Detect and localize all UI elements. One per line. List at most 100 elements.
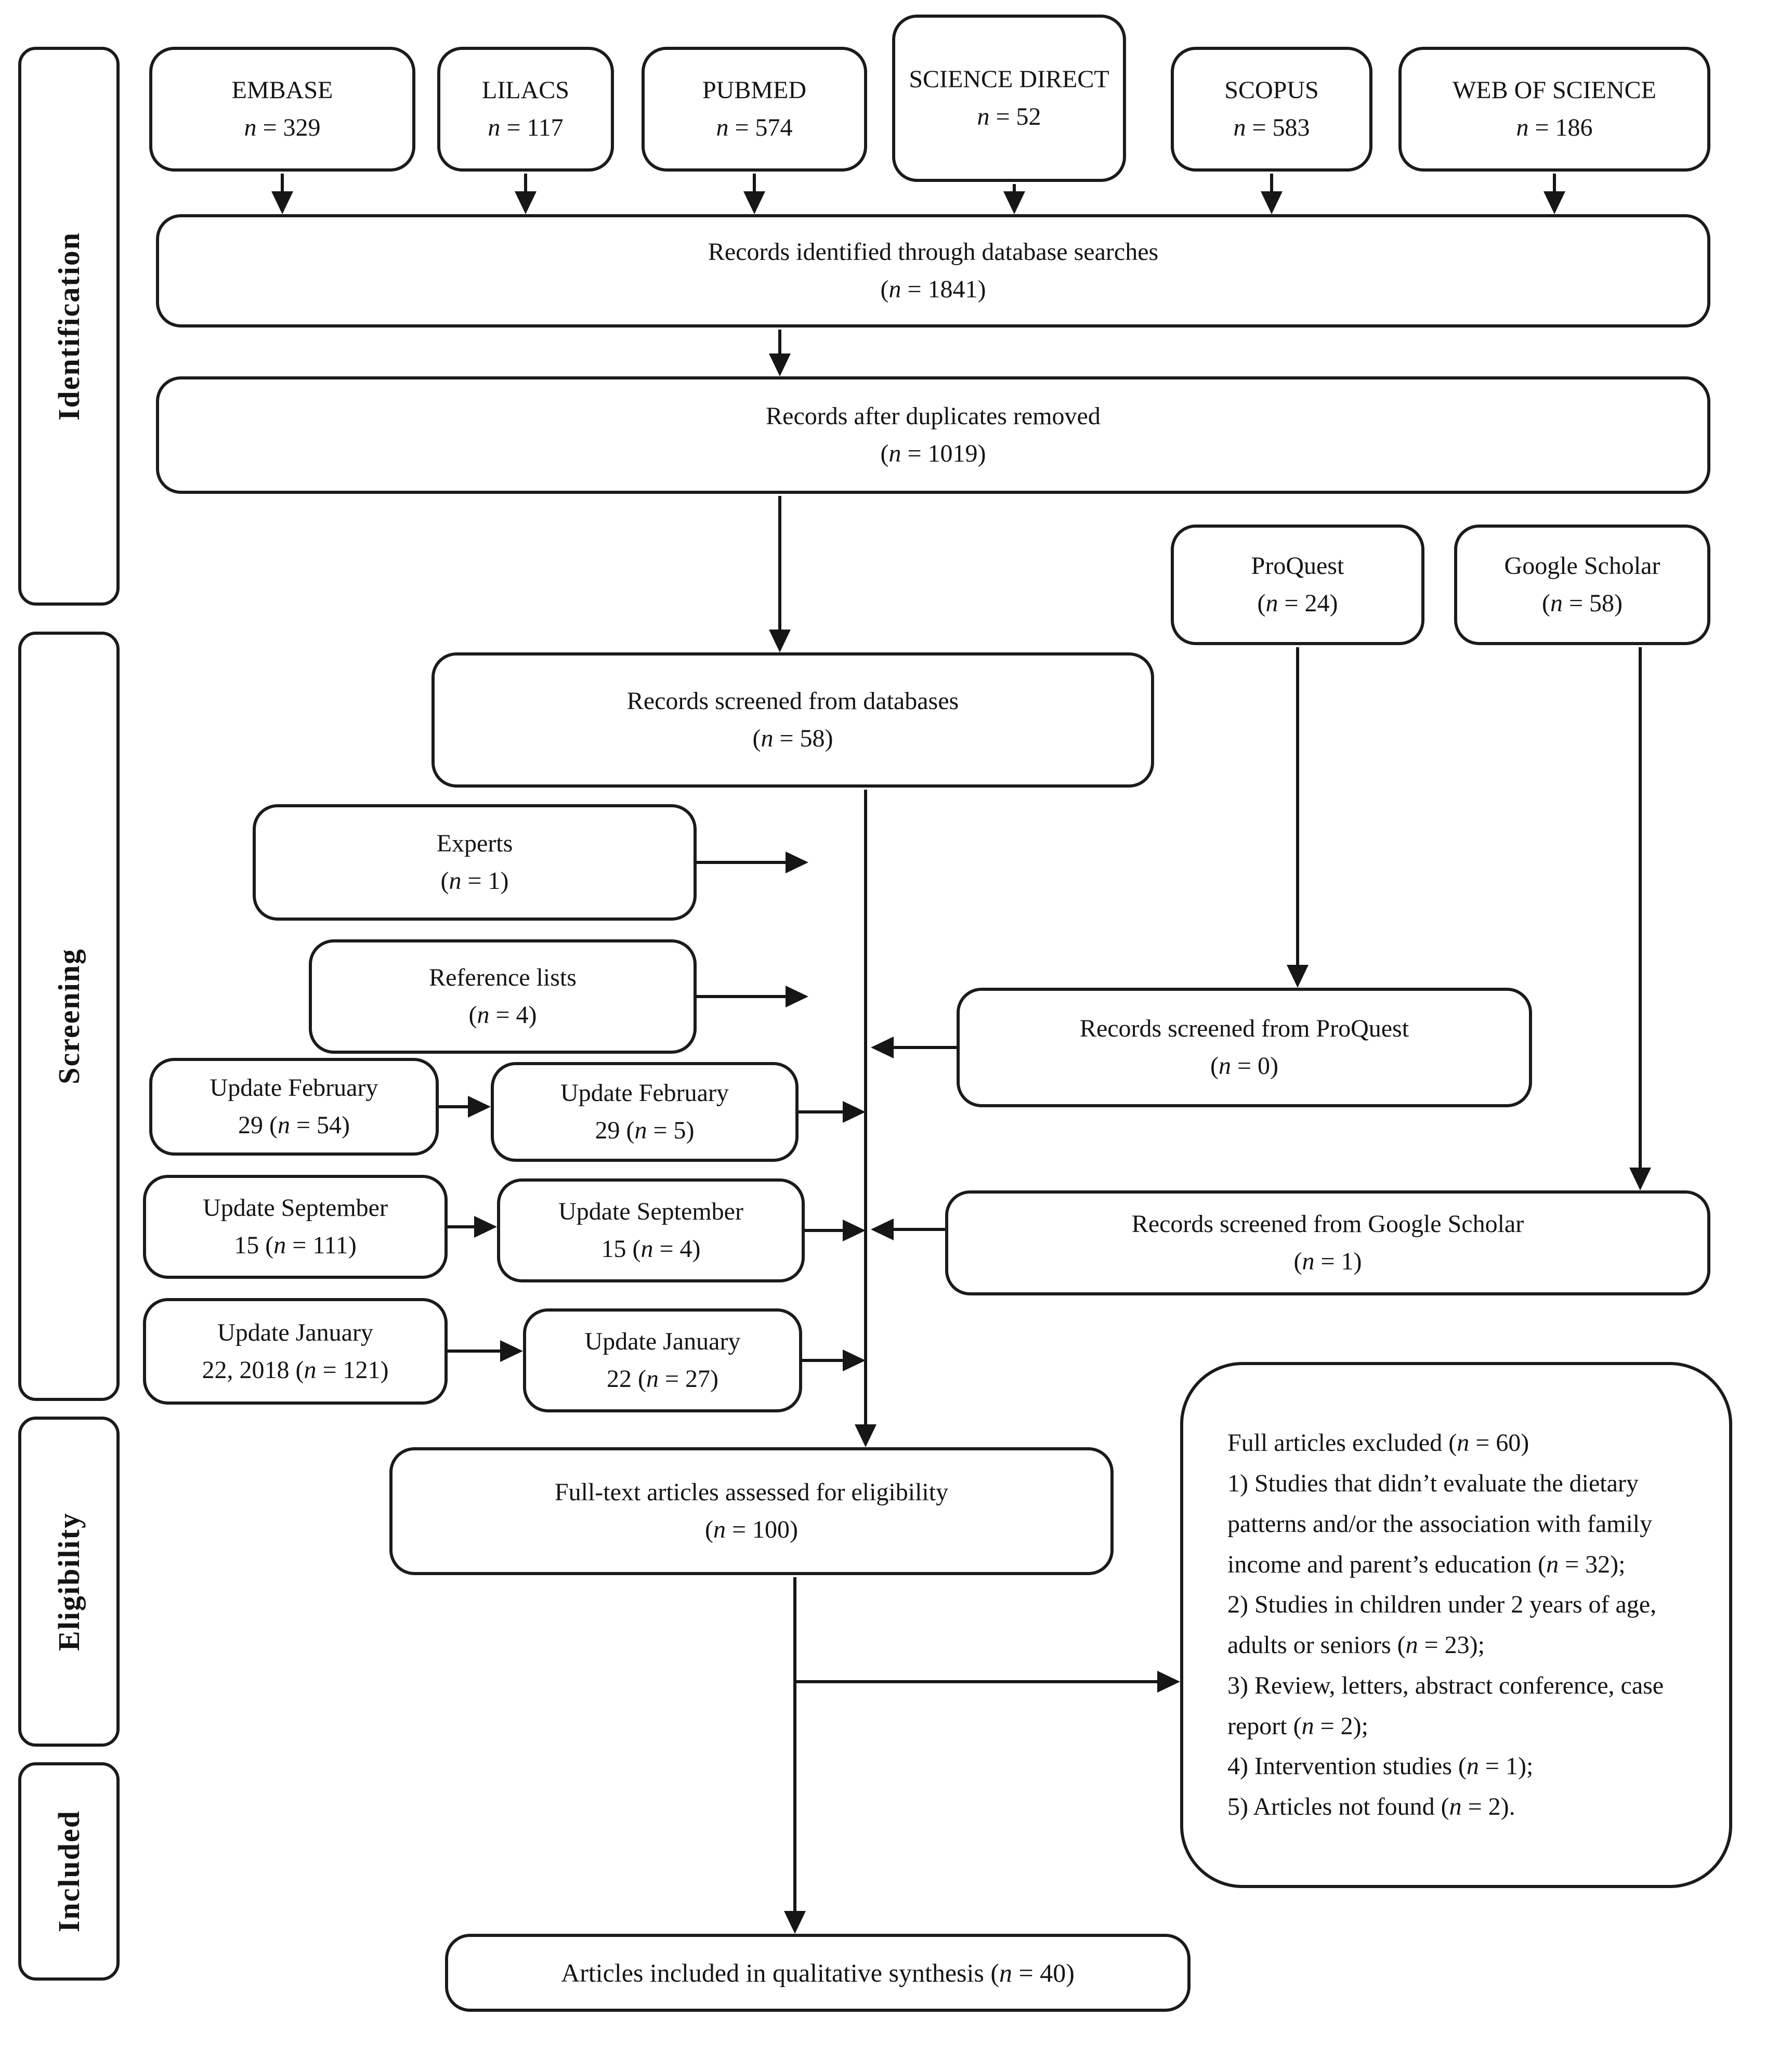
google-scholar-count: (n = 58) (1541, 589, 1623, 617)
fulltext-assessed-label: Full-text articles assessed for eligibil… (554, 1478, 949, 1506)
update-january-found-count: 22, 2018 (n = 121) (202, 1356, 389, 1384)
proquest-label: ProQuest (1251, 552, 1344, 580)
stage-included: Included (18, 1762, 120, 1981)
arrow-proquest-down (1296, 647, 1299, 966)
stage-eligibility: Eligibility (18, 1417, 120, 1747)
source-lilacs-name: LILACS (482, 76, 569, 104)
screened-proquest-count: (n = 0) (1210, 1052, 1279, 1080)
fulltext-assessed-box: Full-text articles assessed for eligibil… (389, 1447, 1114, 1575)
arrow-update-february-to-line (799, 1110, 844, 1113)
stage-screening-label: Screening (52, 948, 86, 1084)
source-embase-count: n = 329 (244, 114, 321, 141)
articles-included-box: Articles included in qualitative synthes… (445, 1934, 1191, 2012)
arrow-deduplicated-to-screened (778, 496, 781, 631)
update-january-kept-count: 22 (n = 27) (606, 1365, 719, 1393)
screened-proquest-label: Records screened from ProQuest (1079, 1015, 1409, 1042)
arrow-update-january-between (448, 1350, 501, 1353)
screened-google-scholar-count: (n = 1) (1293, 1248, 1362, 1275)
arrow-lilacs-down (524, 174, 527, 192)
reference-lists-label: Reference lists (429, 964, 577, 991)
arrow-web-of-science-down (1553, 174, 1556, 192)
records-identified-count: (n = 1841) (880, 276, 986, 303)
screened-databases-label: Records screened from databases (626, 687, 959, 715)
fulltext-excluded-title: Full articles excluded (n = 60) (1227, 1429, 1529, 1457)
arrow-scopus-down (1270, 174, 1273, 192)
source-pubmed-name: PUBMED (702, 76, 807, 104)
exclusion-reason-4: 4) Intervention studies (n = 1); (1227, 1752, 1534, 1780)
source-scopus-name: SCOPUS (1224, 76, 1319, 104)
source-scopus-count: n = 583 (1233, 114, 1310, 141)
fulltext-excluded-box: Full articles excluded (n = 60) 1) Studi… (1180, 1362, 1732, 1888)
exclusion-reason-3: 3) Review, letters, abstract conference,… (1227, 1671, 1664, 1740)
proquest-count: (n = 24) (1257, 589, 1338, 617)
reference-lists-box: Reference lists (n = 4) (309, 939, 697, 1054)
experts-box: Experts (n = 1) (253, 804, 697, 921)
screened-databases-count: (n = 58) (752, 725, 833, 752)
update-february-kept-box: Update February 29 (n = 5) (491, 1062, 799, 1162)
stage-identification-label: Identification (52, 231, 86, 421)
stage-included-label: Included (52, 1810, 86, 1933)
google-scholar-label: Google Scholar (1504, 552, 1660, 580)
stage-screening: Screening (18, 632, 120, 1401)
google-scholar-box: Google Scholar (n = 58) (1454, 525, 1710, 645)
arrow-update-september-to-line (805, 1229, 844, 1232)
reference-lists-count: (n = 4) (468, 1001, 537, 1029)
arrow-fulltext-to-excluded (795, 1680, 1158, 1683)
update-september-kept-box: Update September 15 (n = 4) (497, 1178, 805, 1282)
records-identified-label: Records identified through database sear… (708, 238, 1159, 266)
update-january-found-label: Update January (217, 1318, 373, 1346)
records-deduplicated-count: (n = 1019) (880, 440, 986, 467)
source-box-lilacs: LILACS n = 117 (437, 47, 614, 172)
update-february-found-box: Update February 29 (n = 54) (149, 1058, 439, 1156)
screened-google-scholar-label: Records screened from Google Scholar (1131, 1210, 1524, 1238)
arrow-reference-lists-right (697, 995, 787, 998)
update-january-kept-label: Update January (584, 1328, 741, 1355)
source-embase-name: EMBASE (231, 76, 333, 104)
arrow-screened-proquest-left (893, 1046, 957, 1049)
update-february-found-label: Update February (210, 1074, 378, 1102)
screened-google-scholar-box: Records screened from Google Scholar (n … (945, 1190, 1710, 1295)
source-web-of-science-count: n = 186 (1516, 114, 1593, 141)
update-february-kept-label: Update February (560, 1079, 729, 1107)
arrow-screened-to-fulltext (864, 790, 867, 1425)
experts-label: Experts (436, 830, 513, 857)
records-deduplicated-label: Records after duplicates removed (766, 402, 1101, 430)
screened-databases-box: Records screened from databases (n = 58) (431, 652, 1154, 788)
arrow-embase-down (281, 174, 284, 192)
exclusion-reason-1: 1) Studies that didn’t evaluate the diet… (1227, 1470, 1653, 1578)
source-lilacs-count: n = 117 (488, 114, 564, 141)
source-box-pubmed: PUBMED n = 574 (642, 47, 867, 172)
records-deduplicated-box: Records after duplicates removed (n = 10… (156, 376, 1710, 494)
arrow-pubmed-down (753, 174, 756, 192)
source-science-direct-count: n = 52 (977, 103, 1041, 130)
stage-identification: Identification (18, 47, 120, 606)
arrow-update-september-between (448, 1225, 475, 1228)
arrow-fulltext-to-included (793, 1577, 796, 1912)
source-box-scopus: SCOPUS n = 583 (1171, 47, 1372, 172)
source-science-direct-name: SCIENCE DIRECT (909, 65, 1109, 93)
update-january-kept-box: Update January 22 (n = 27) (523, 1308, 802, 1412)
exclusion-reason-2: 2) Studies in children under 2 years of … (1227, 1591, 1657, 1659)
arrow-update-february-between (439, 1105, 469, 1108)
stage-eligibility-label: Eligibility (52, 1512, 86, 1651)
fulltext-assessed-count: (n = 100) (704, 1516, 799, 1543)
arrow-identified-to-deduplicated (778, 330, 781, 355)
articles-included-label: Articles included in qualitative synthes… (561, 1958, 1075, 1987)
proquest-box: ProQuest (n = 24) (1171, 525, 1424, 645)
exclusion-reason-5: 5) Articles not found (n = 2). (1227, 1793, 1515, 1820)
screened-proquest-box: Records screened from ProQuest (n = 0) (957, 988, 1532, 1107)
source-pubmed-count: n = 574 (716, 114, 793, 141)
arrow-update-january-to-line (802, 1359, 844, 1362)
update-september-kept-count: 15 (n = 4) (601, 1235, 701, 1263)
arrow-science-direct-down (1013, 184, 1016, 192)
records-identified-box: Records identified through database sear… (156, 214, 1710, 327)
source-box-embase: EMBASE n = 329 (149, 47, 415, 172)
update-february-kept-count: 29 (n = 5) (595, 1117, 695, 1144)
experts-count: (n = 1) (440, 867, 509, 895)
arrow-screened-google-scholar-left (893, 1228, 945, 1231)
update-january-found-box: Update January 22, 2018 (n = 121) (143, 1298, 448, 1405)
source-box-web-of-science: WEB OF SCIENCE n = 186 (1398, 47, 1710, 172)
update-september-found-count: 15 (n = 111) (234, 1231, 357, 1259)
source-box-science-direct: SCIENCE DIRECT n = 52 (892, 15, 1126, 182)
